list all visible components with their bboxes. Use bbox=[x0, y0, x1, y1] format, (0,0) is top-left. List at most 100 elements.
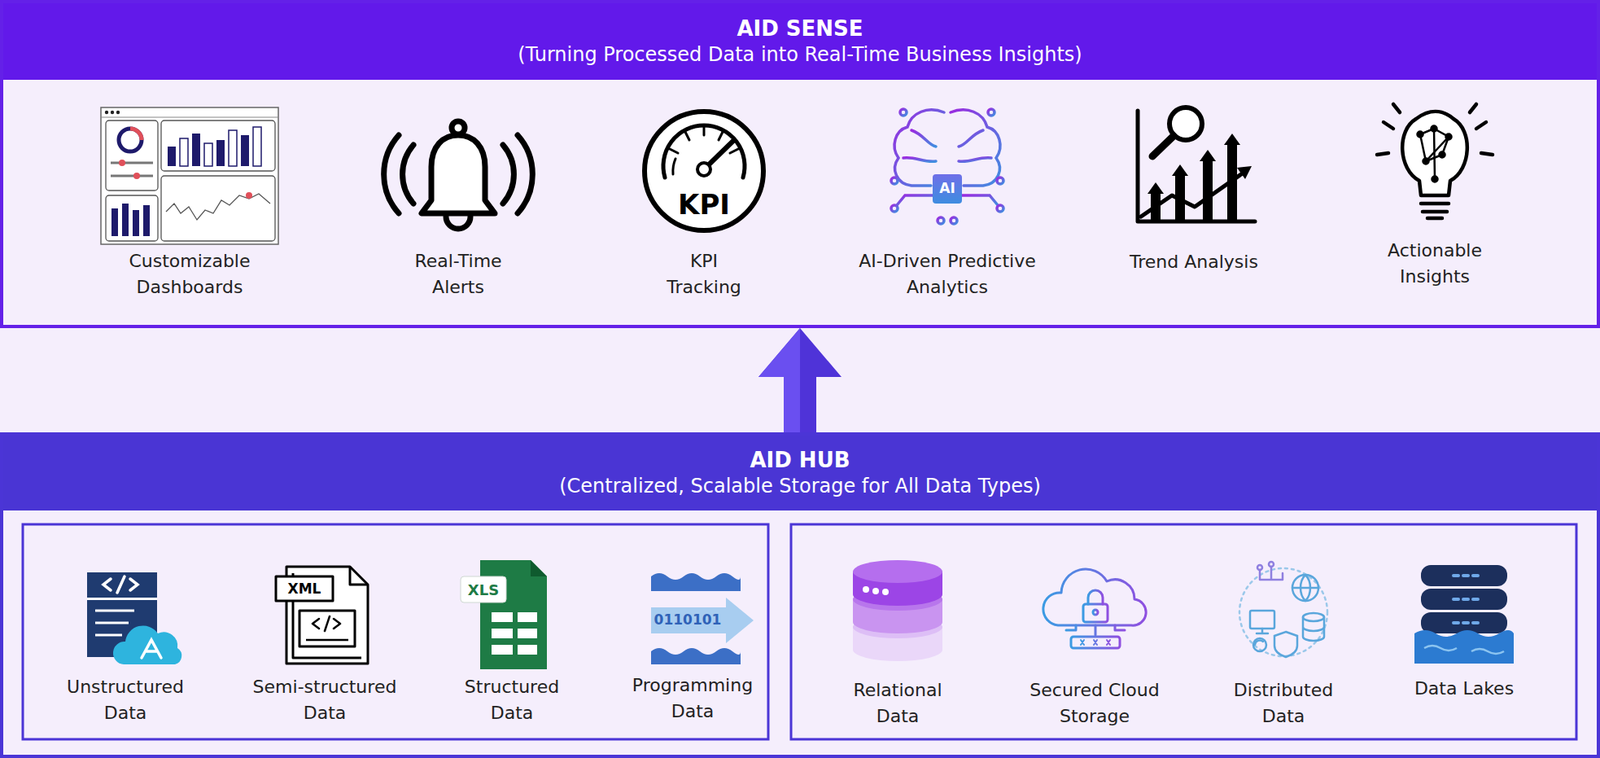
panel-title: AID HUB bbox=[749, 446, 850, 475]
dashboard-icon-part bbox=[118, 128, 142, 152]
bell-icon-part bbox=[445, 216, 471, 229]
ai-brain-icon-part bbox=[898, 179, 933, 183]
data-lake-icon bbox=[1414, 564, 1514, 664]
xml-file-icon-part bbox=[299, 610, 355, 647]
dashboard-icon-part bbox=[110, 174, 154, 178]
cloud-lock-icon bbox=[1043, 568, 1146, 648]
icon-text: XLS bbox=[460, 579, 507, 601]
panel-header: AID HUB(Centralized, Scalable Storage fo… bbox=[3, 435, 1597, 511]
dashboard-icon-part bbox=[192, 133, 201, 167]
bulb-icon-part bbox=[1481, 153, 1493, 155]
ai-brain-icon-part bbox=[996, 205, 1004, 212]
dashboard-icon-part bbox=[166, 193, 271, 220]
panel-header: AID SENSE(Turning Processed Data into Re… bbox=[3, 3, 1597, 80]
gauge-icon-part bbox=[718, 131, 723, 140]
xls-file-icon-part bbox=[491, 628, 513, 639]
relational-db-icon-part bbox=[862, 585, 870, 593]
cloud-lock-icon-part bbox=[1043, 568, 1146, 626]
bulb-icon bbox=[1377, 104, 1493, 219]
programming-icon bbox=[651, 572, 754, 665]
distributed-icon-part bbox=[1302, 612, 1325, 621]
ai-brain-icon-part bbox=[911, 130, 936, 147]
gauge-icon-part bbox=[703, 126, 706, 136]
dashboard-icon-part bbox=[105, 120, 158, 191]
ai-brain-icon-part bbox=[896, 195, 933, 206]
bulb-icon-part bbox=[1417, 126, 1452, 183]
bulb-icon-part-part bbox=[1423, 158, 1430, 165]
distributed-icon-part bbox=[1292, 574, 1319, 601]
item-caption: Programming Data bbox=[619, 672, 766, 725]
distributed-icon-part bbox=[1256, 628, 1268, 634]
bulb-icon-part bbox=[1377, 153, 1389, 155]
cloud-lock-icon-part bbox=[1083, 603, 1108, 622]
bulb-icon-part bbox=[1420, 201, 1449, 206]
trend-icon-part bbox=[1152, 135, 1174, 157]
panel-title: AID SENSE bbox=[736, 15, 863, 44]
trend-icon-part bbox=[1224, 133, 1241, 145]
dashboard-icon-part bbox=[100, 117, 279, 119]
cloud-lock-icon-part bbox=[1071, 636, 1120, 648]
dashboard-icon-part bbox=[104, 110, 109, 114]
trend-icon-part bbox=[1199, 149, 1216, 162]
ai-brain-icon-part bbox=[891, 177, 898, 184]
unstructured-icon-part bbox=[103, 576, 138, 593]
unstructured-icon-part bbox=[141, 639, 162, 658]
panel-subtitle: (Centralized, Scalable Storage for All D… bbox=[559, 473, 1041, 499]
data-lake-icon-part bbox=[1453, 575, 1478, 623]
gauge-icon-part bbox=[663, 125, 745, 178]
icon-text: AI bbox=[932, 178, 962, 199]
item-caption: Real-Time Alerts bbox=[397, 248, 520, 301]
dashboard-icon-part bbox=[110, 161, 154, 165]
ai-brain-icon-part bbox=[891, 205, 898, 212]
bulb-icon-part-part bbox=[1439, 152, 1446, 158]
distributed-icon-part bbox=[1250, 610, 1275, 629]
trend-icon-part bbox=[1202, 159, 1213, 222]
cloud-lock-icon-part bbox=[1080, 639, 1111, 645]
distributed-icon-part bbox=[1259, 566, 1283, 580]
data-lake-icon-part bbox=[1424, 645, 1504, 654]
distributed-icon-part bbox=[1292, 574, 1319, 601]
ai-brain-icon-part bbox=[932, 174, 962, 204]
bell-icon-part bbox=[384, 135, 399, 214]
programming-icon-part bbox=[651, 647, 741, 665]
trend-icon-part bbox=[1237, 166, 1252, 180]
item-caption: Unstructured Data bbox=[48, 673, 203, 726]
ai-brain-icon-part bbox=[987, 109, 995, 116]
unstructured-icon-part bbox=[95, 610, 135, 635]
cloud-lock-icon-part bbox=[1066, 625, 1125, 635]
ai-brain-icon bbox=[891, 109, 1004, 224]
xls-file-icon-part bbox=[491, 644, 513, 655]
ai-brain-icon-part bbox=[958, 157, 992, 162]
bulb-icon-part bbox=[1383, 122, 1394, 129]
bulb-icon-part bbox=[1427, 216, 1443, 221]
gauge-icon-part bbox=[730, 148, 739, 154]
item-caption: Distributed Data bbox=[1214, 677, 1353, 730]
dashboard-icon-part bbox=[216, 139, 225, 167]
programming-icon-part bbox=[651, 597, 754, 643]
dashboard-icon-part bbox=[143, 205, 150, 237]
bulb-icon-part bbox=[1402, 111, 1468, 196]
cloud-lock-icon-part bbox=[1088, 590, 1103, 604]
ai-brain-icon-part bbox=[952, 203, 956, 217]
bulb-icon-part-part bbox=[1433, 128, 1435, 180]
dashboard-icon-part bbox=[167, 146, 176, 167]
bulb-icon-part-part bbox=[1446, 134, 1452, 140]
bulb-icon-part-part bbox=[1431, 126, 1438, 132]
dashboard-icon-part bbox=[111, 208, 119, 237]
ai-brain-icon-part bbox=[958, 130, 984, 147]
xml-file-icon-part bbox=[349, 566, 368, 585]
xls-file-icon-part bbox=[517, 612, 538, 622]
dashboard-icon-part bbox=[118, 159, 126, 167]
arrow-body bbox=[758, 327, 842, 433]
dashboard-icon-part bbox=[130, 128, 142, 140]
bell-icon-part bbox=[517, 135, 533, 214]
icon-text: KPI bbox=[659, 184, 749, 225]
unstructured-icon-part bbox=[113, 625, 182, 665]
dashboard-icon-part bbox=[105, 195, 158, 241]
bulb-icon-part bbox=[1393, 104, 1400, 113]
dashboard-icon-part bbox=[240, 135, 250, 167]
dashboard-icon-part bbox=[204, 143, 213, 167]
xml-file-icon-part bbox=[312, 616, 341, 631]
item-caption: KPI Tracking bbox=[651, 248, 757, 301]
